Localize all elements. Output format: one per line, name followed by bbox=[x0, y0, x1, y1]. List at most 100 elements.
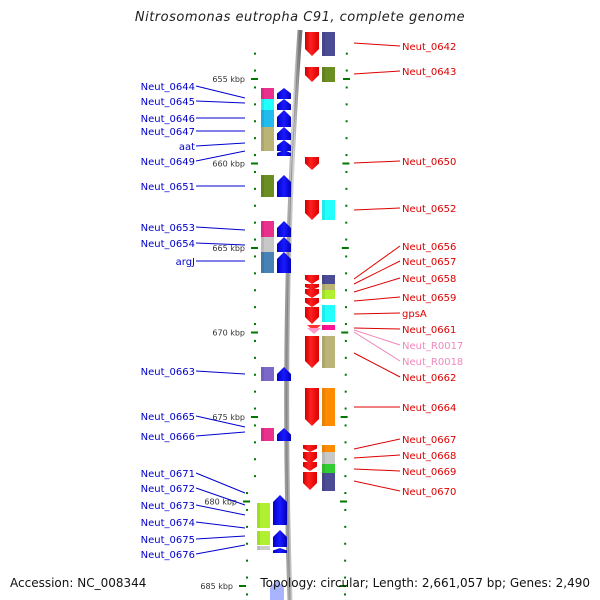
leader-line bbox=[195, 472, 246, 494]
leader-line bbox=[353, 207, 401, 211]
reverse-gene-arrow bbox=[305, 289, 319, 298]
gene-label-left: Neut_0651 bbox=[141, 182, 195, 193]
gene-block-shade bbox=[261, 127, 264, 140]
gene-label-left: Neut_0654 bbox=[141, 239, 195, 250]
reverse-gene-arrow bbox=[305, 298, 319, 307]
leader-line bbox=[195, 85, 246, 99]
leader-line bbox=[195, 226, 246, 231]
gene-block-shade bbox=[322, 275, 325, 284]
forward-gene-arrow bbox=[273, 548, 287, 553]
leader-line bbox=[195, 100, 246, 104]
minor-tick-right bbox=[344, 458, 347, 461]
genome-backbone-edge bbox=[286, 29, 301, 600]
minor-tick bbox=[254, 103, 256, 106]
scale-tick bbox=[251, 331, 258, 334]
gene-block-shade bbox=[322, 452, 325, 464]
gene-label-left: Neut_0663 bbox=[141, 367, 195, 378]
leader-line bbox=[353, 260, 401, 285]
leader-line bbox=[353, 42, 401, 47]
minor-tick bbox=[254, 424, 256, 427]
minor-tick bbox=[254, 255, 256, 258]
scale-tick bbox=[251, 247, 258, 249]
minor-tick bbox=[254, 323, 256, 326]
minor-tick bbox=[246, 559, 248, 562]
minor-tick bbox=[254, 154, 256, 157]
gene-feature-block bbox=[322, 305, 335, 322]
scale-tick-right bbox=[343, 78, 350, 80]
minor-tick-right bbox=[345, 255, 348, 258]
gene-label-right: Neut_0667 bbox=[402, 435, 456, 446]
forward-gene-arrow bbox=[277, 221, 291, 237]
forward-gene-arrow bbox=[277, 150, 291, 156]
minor-tick-right bbox=[344, 525, 347, 528]
gene-feature-block bbox=[257, 531, 270, 545]
gene-feature-block bbox=[322, 452, 335, 464]
minor-tick bbox=[254, 475, 256, 478]
leader-line bbox=[195, 487, 246, 506]
gene-feature-block bbox=[261, 140, 274, 151]
gene-block-shade bbox=[322, 325, 325, 330]
minor-tick-right bbox=[344, 356, 347, 359]
scale-tick-label: 675 kbp bbox=[212, 413, 245, 422]
gene-feature-block bbox=[322, 473, 335, 491]
gene-block-shade bbox=[322, 200, 325, 220]
gene-block-shade bbox=[322, 473, 325, 491]
reverse-gene-arrow bbox=[305, 275, 319, 284]
minor-tick-right bbox=[345, 69, 348, 72]
forward-gene-arrow bbox=[277, 175, 291, 197]
gene-feature-block bbox=[322, 336, 335, 368]
scale-tick-right bbox=[341, 331, 349, 334]
gene-label-right: Neut_0657 bbox=[402, 257, 456, 268]
reverse-gene-arrow bbox=[305, 336, 319, 368]
gene-feature-block bbox=[322, 67, 335, 82]
gene-label-left: Neut_0646 bbox=[141, 114, 195, 125]
minor-tick-right bbox=[345, 154, 348, 157]
minor-tick-right bbox=[344, 508, 347, 511]
minor-tick bbox=[246, 542, 248, 545]
gene-feature-block bbox=[261, 99, 274, 110]
scale-tick bbox=[251, 416, 258, 418]
leader-line bbox=[353, 160, 401, 164]
forward-gene-arrow-faded bbox=[270, 580, 284, 600]
minor-tick bbox=[254, 339, 256, 342]
gene-feature-block bbox=[322, 32, 335, 56]
gene-feature-block bbox=[261, 88, 274, 99]
gene-block-shade bbox=[257, 503, 260, 528]
minor-tick bbox=[254, 221, 256, 224]
leader-line bbox=[195, 415, 246, 428]
gene-label-right: Neut_0664 bbox=[402, 403, 456, 414]
gene-block-shade bbox=[261, 252, 264, 273]
gene-feature-block bbox=[322, 290, 335, 299]
accession-label: Accession: NC_008344 bbox=[10, 576, 147, 590]
gene-label-right: Neut_0668 bbox=[402, 451, 456, 462]
scale-tick-label: 680 kbp bbox=[204, 498, 237, 507]
gene-block-shade bbox=[261, 221, 264, 237]
gene-block-shade bbox=[261, 175, 264, 197]
minor-tick bbox=[246, 508, 248, 511]
gene-label-right: Neut_0642 bbox=[402, 42, 456, 53]
leader-line bbox=[353, 327, 401, 330]
gene-block-shade bbox=[257, 531, 260, 545]
scale-tick-right bbox=[340, 500, 347, 503]
leader-line bbox=[353, 331, 401, 362]
minor-tick-right bbox=[345, 289, 348, 292]
leader-line bbox=[353, 312, 401, 315]
gene-feature-block bbox=[261, 221, 274, 237]
scale-tick bbox=[243, 500, 250, 503]
reverse-gene-arrow bbox=[305, 32, 319, 56]
minor-tick bbox=[254, 69, 256, 72]
gene-feature-block bbox=[322, 464, 335, 473]
gene-label-left: Neut_0676 bbox=[141, 550, 195, 561]
gene-label-left: Neut_0666 bbox=[141, 432, 195, 443]
minor-tick-right bbox=[345, 137, 348, 140]
gene-block-shade bbox=[322, 67, 325, 82]
minor-tick-right bbox=[344, 593, 347, 596]
leader-line bbox=[353, 245, 401, 280]
minor-tick bbox=[254, 441, 256, 444]
minor-tick-right bbox=[344, 373, 347, 376]
leader-line bbox=[195, 242, 246, 246]
gene-label-left: Neut_0649 bbox=[141, 157, 195, 168]
minor-tick-right bbox=[345, 204, 348, 207]
gene-block-shade bbox=[322, 445, 325, 452]
forward-gene-arrow bbox=[277, 127, 291, 140]
